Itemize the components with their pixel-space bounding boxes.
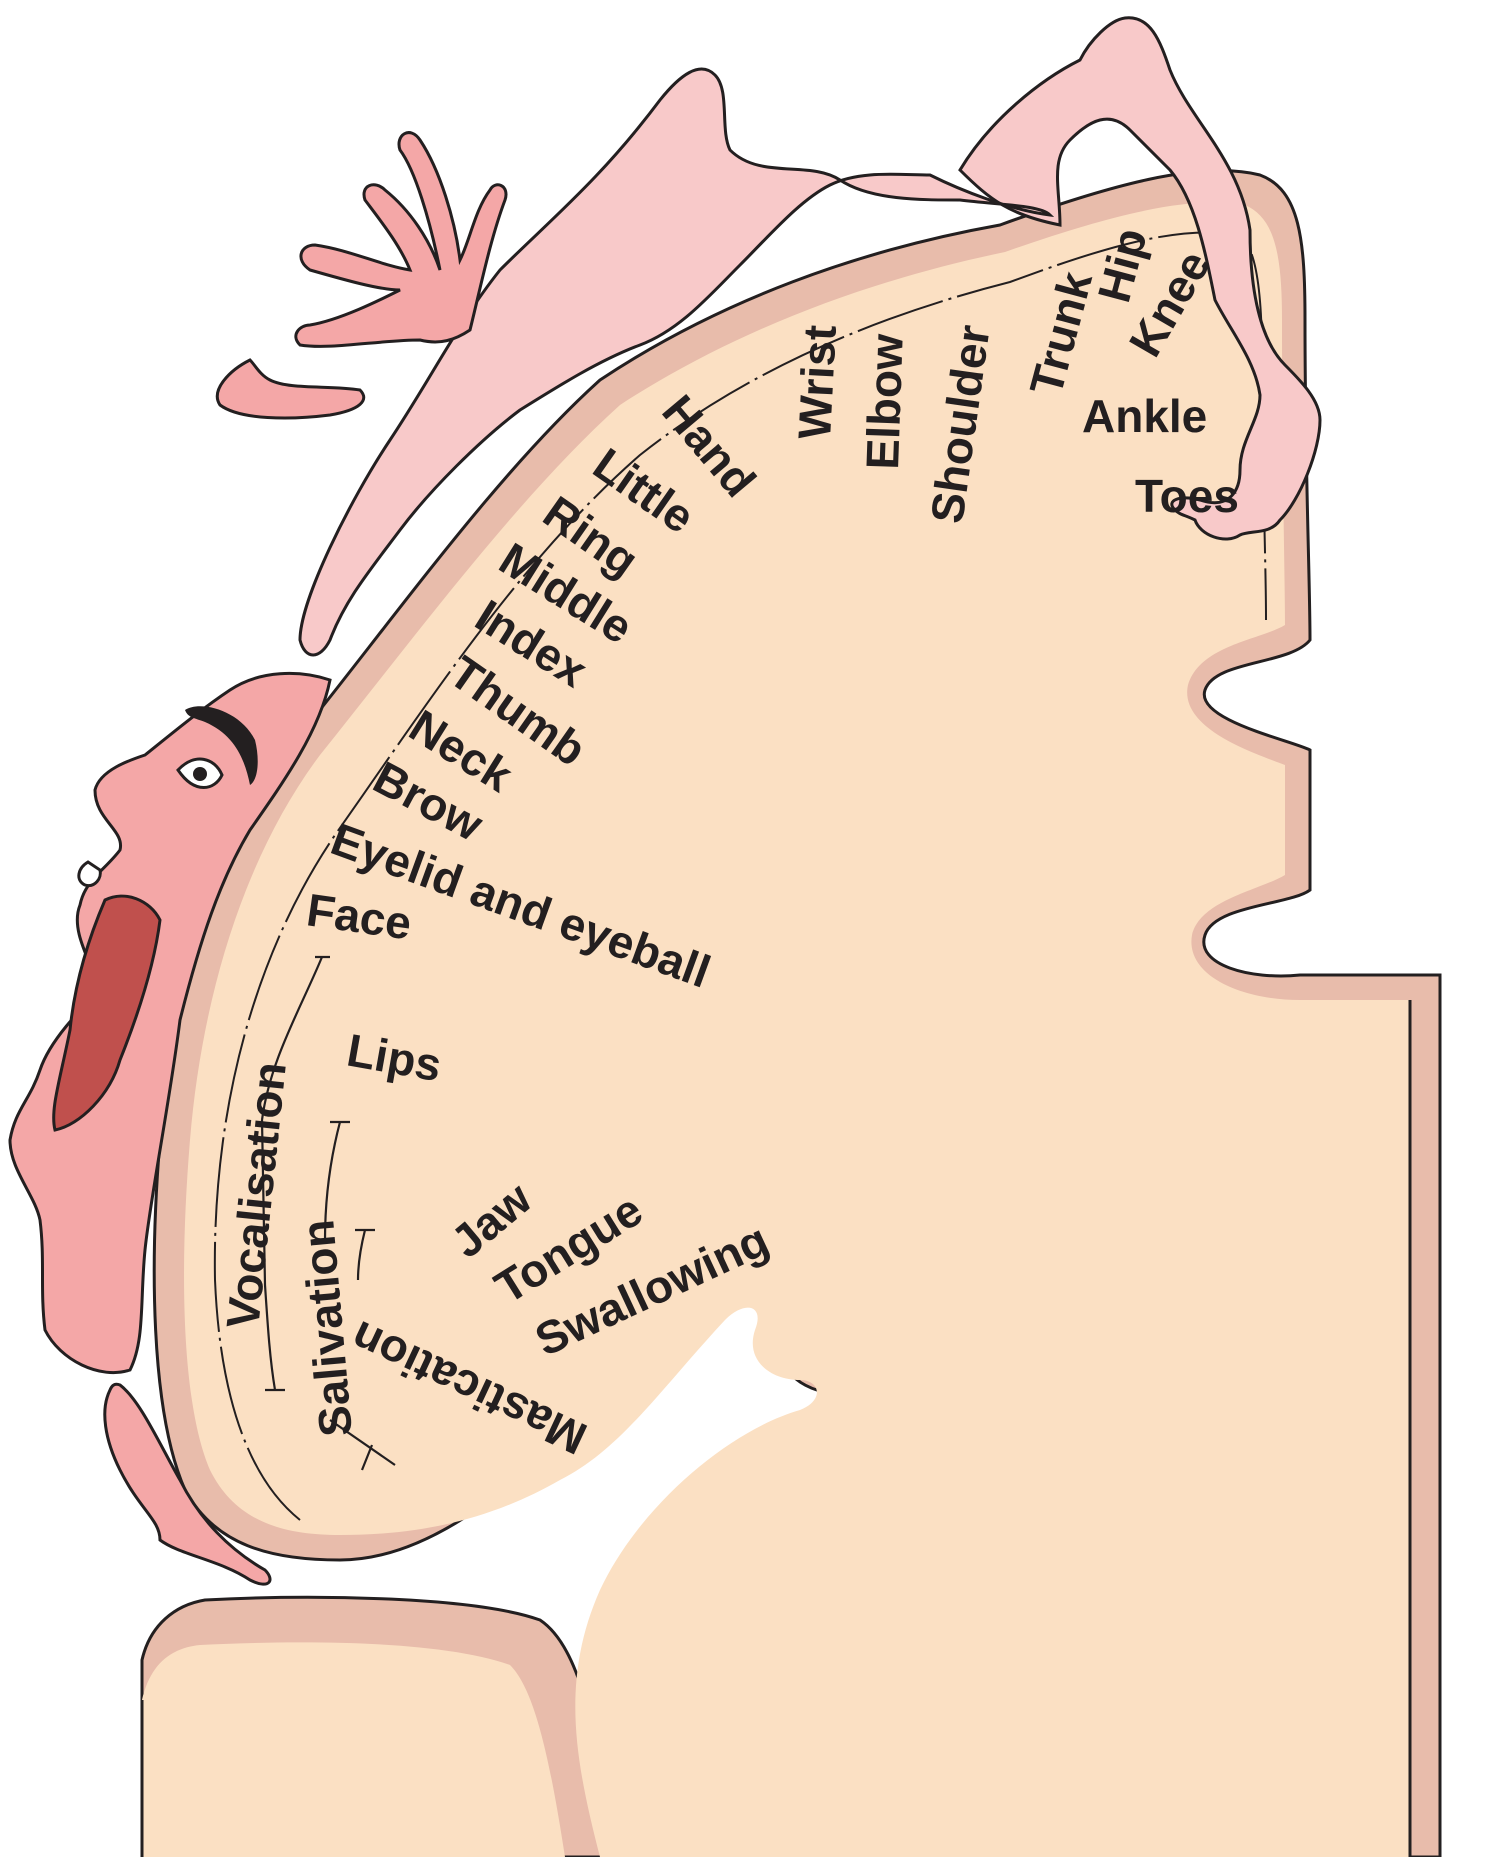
homunculus-fingers xyxy=(296,133,506,347)
label-wrist: Wrist xyxy=(788,324,846,441)
label-ankle: Ankle xyxy=(1082,390,1207,442)
label-elbow: Elbow xyxy=(856,333,913,470)
homunculus-pupil xyxy=(193,767,207,781)
label-toes: Toes xyxy=(1135,470,1239,522)
homunculus-thumb xyxy=(217,360,363,418)
homunculus-teeth xyxy=(79,862,101,886)
